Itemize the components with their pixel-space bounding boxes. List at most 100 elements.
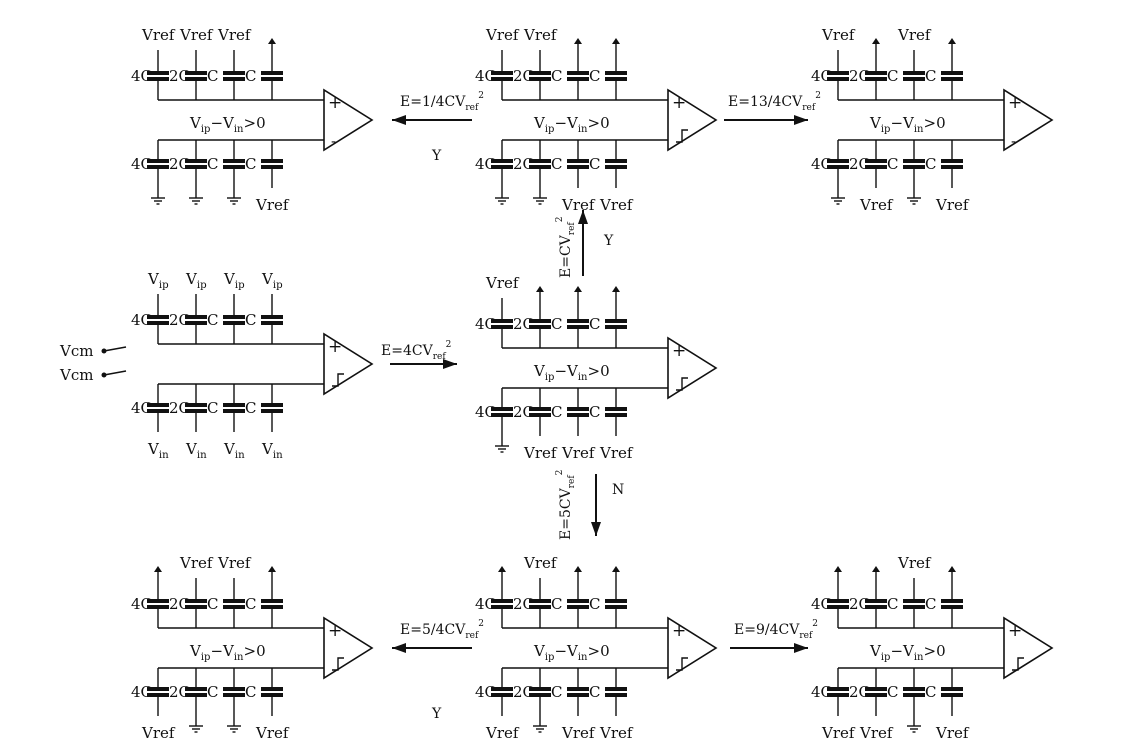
vref-label: Vref — [561, 444, 596, 462]
capacitor-top — [567, 599, 589, 609]
capacitor-top — [261, 71, 283, 81]
ground-icon — [495, 188, 509, 205]
capacitor-bottom — [567, 159, 589, 169]
ground-icon — [533, 188, 547, 205]
supply-up-icon — [154, 566, 162, 578]
cap-size-label: 2C — [513, 67, 534, 85]
energy-label-text: E=5CVref2 — [555, 470, 577, 540]
capacitor-bottom — [941, 159, 963, 169]
capacitor-bottom — [605, 159, 627, 169]
cap-size-label: C — [245, 683, 256, 701]
cap-size-label: 4C — [131, 311, 152, 329]
cap-size-label: C — [589, 315, 600, 333]
capacitor-top — [261, 599, 283, 609]
cap-size-label: C — [887, 595, 898, 613]
arrow — [392, 115, 472, 125]
cap-size-label: C — [207, 683, 218, 701]
capacitor-bottom — [223, 687, 245, 697]
capacitor-bottom — [223, 403, 245, 413]
comparator-plus: + — [328, 93, 342, 113]
vin-label: Vin — [261, 440, 283, 461]
hysteresis-icon — [332, 657, 344, 671]
cap-size-label: C — [551, 67, 562, 85]
energy-label-text: E=9/4CVref2 — [734, 619, 818, 641]
cap-size-label: 2C — [169, 311, 190, 329]
capacitor-bottom — [261, 403, 283, 413]
capacitor-top — [605, 319, 627, 329]
supply-up-arrow — [872, 566, 880, 572]
capacitor-bottom — [261, 687, 283, 697]
ground-icon — [533, 716, 547, 733]
cap-size-label: C — [207, 399, 218, 417]
supply-up-arrow — [872, 38, 880, 44]
cap-size-label: C — [245, 399, 256, 417]
cap-size-label: C — [589, 155, 600, 173]
cap-size-label: C — [589, 403, 600, 421]
cap-size-label: C — [925, 155, 936, 173]
vref-label: Vref — [485, 26, 520, 44]
vref-label: Vref — [821, 724, 856, 742]
supply-up-icon — [268, 566, 276, 578]
energy-label: E=5/4CVref2 — [400, 619, 484, 641]
cap-size-label: 2C — [169, 155, 190, 173]
comparator-minus: - — [1011, 132, 1016, 150]
capacitor-bottom — [261, 159, 283, 169]
cap-size-label: 2C — [513, 683, 534, 701]
supply-up-arrow — [574, 286, 582, 292]
vref-label: Vref — [821, 26, 856, 44]
capacitor-bottom — [903, 159, 925, 169]
cap-size-label: 4C — [475, 315, 496, 333]
cap-size-label: 2C — [849, 155, 870, 173]
hysteresis-icon — [332, 373, 344, 387]
supply-up-icon — [498, 566, 506, 578]
branch-no: N — [612, 482, 624, 498]
cap-size-label: C — [589, 67, 600, 85]
vref-label: Vref — [599, 444, 634, 462]
supply-up-icon — [612, 566, 620, 578]
comparator-minus: - — [331, 132, 336, 150]
energy-label: E=13/4CVref2 — [728, 91, 821, 113]
supply-up-arrow — [612, 566, 620, 572]
vref-label: Vref — [561, 196, 596, 214]
comparator-plus: + — [1008, 93, 1022, 113]
cap-size-label: C — [245, 311, 256, 329]
condition-label: Vip−Vin>0 — [533, 362, 610, 383]
comparator-icon — [1003, 88, 1054, 152]
cap-size-label: C — [245, 155, 256, 173]
cap-size-label: C — [551, 155, 562, 173]
cap-size-label: 4C — [475, 67, 496, 85]
vip-label: Vip — [261, 270, 283, 291]
supply-up-arrow — [948, 38, 956, 44]
arrow — [730, 643, 808, 653]
supply-up-arrow — [834, 566, 842, 572]
supply-up-icon — [834, 566, 842, 578]
capacitor-top — [903, 71, 925, 81]
capacitor-bottom — [605, 687, 627, 697]
capacitor-top — [223, 315, 245, 325]
comparator-plus: + — [672, 93, 686, 113]
energy-label: E=5CVref2 — [555, 470, 577, 540]
cap-size-label: 4C — [475, 403, 496, 421]
arrow-head — [392, 643, 406, 653]
vref-label: Vref — [141, 724, 176, 742]
cap-size-label: 2C — [849, 683, 870, 701]
ground-icon — [227, 188, 241, 205]
arrow-head — [578, 210, 588, 224]
transition-arrows: E=4CVref2E=1/4CVref2YE=13/4CVref2E=CVref… — [381, 91, 821, 722]
cap-size-label: 4C — [811, 67, 832, 85]
vref-label: Vref — [217, 26, 252, 44]
cap-size-label: 4C — [131, 683, 152, 701]
capacitor-bottom — [567, 687, 589, 697]
cap-size-label: C — [551, 683, 562, 701]
supply-up-icon — [948, 38, 956, 50]
cap-size-label: 4C — [475, 155, 496, 173]
supply-up-arrow — [536, 286, 544, 292]
vin-label: Vin — [147, 440, 169, 461]
condition-label: Vip−Vin>0 — [869, 114, 946, 135]
vin-label: Vin — [223, 440, 245, 461]
vref-label: Vref — [599, 724, 634, 742]
supply-up-arrow — [574, 566, 582, 572]
